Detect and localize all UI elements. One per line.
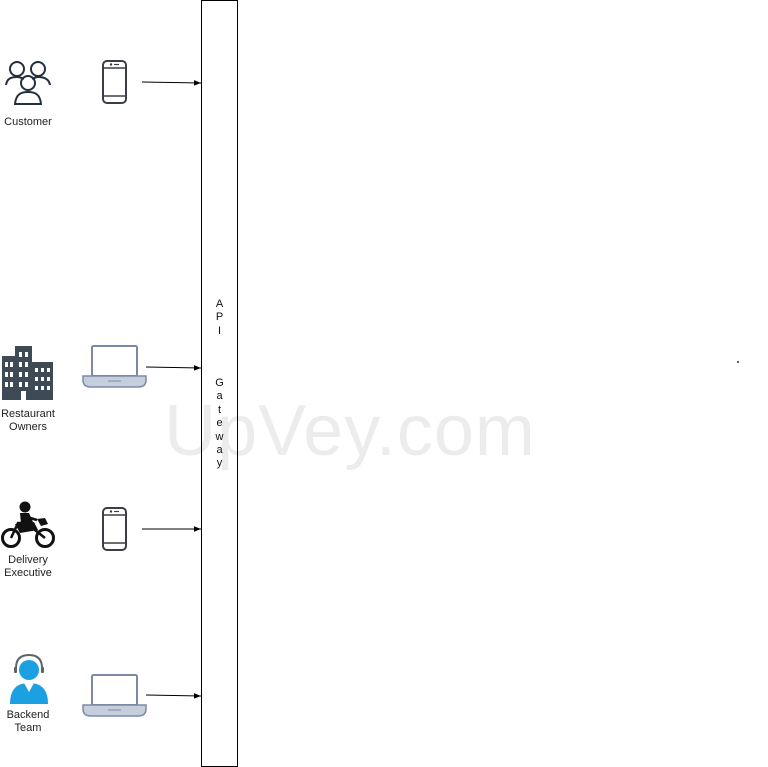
api-gateway-label-api: A P I — [215, 298, 224, 337]
laptop-icon — [82, 674, 147, 717]
watermark-text: UpVey.com — [164, 391, 536, 471]
smartphone-icon — [102, 60, 127, 104]
laptop-icon — [82, 345, 147, 388]
arrow-backend — [145, 693, 202, 699]
stray-dot — [737, 361, 739, 363]
api-gateway-label-gateway: G a t e w a y — [215, 377, 224, 470]
actor-label-restaurant-owners: Restaurant Owners — [1, 408, 55, 433]
arrow-restaurant — [145, 365, 202, 371]
actor-label-customer: Customer — [4, 116, 52, 128]
actor-label-backend-team: Backend Team — [6, 709, 50, 734]
arrow-customer — [141, 80, 202, 86]
support-agent-icon — [10, 653, 48, 704]
smartphone-icon — [102, 507, 127, 551]
users-icon — [5, 61, 51, 105]
actor-label-delivery-executive: Delivery Executive — [4, 554, 52, 579]
buildings-icon — [2, 346, 53, 400]
motorbike-rider-icon — [1, 501, 55, 548]
api-gateway-box — [201, 0, 238, 767]
